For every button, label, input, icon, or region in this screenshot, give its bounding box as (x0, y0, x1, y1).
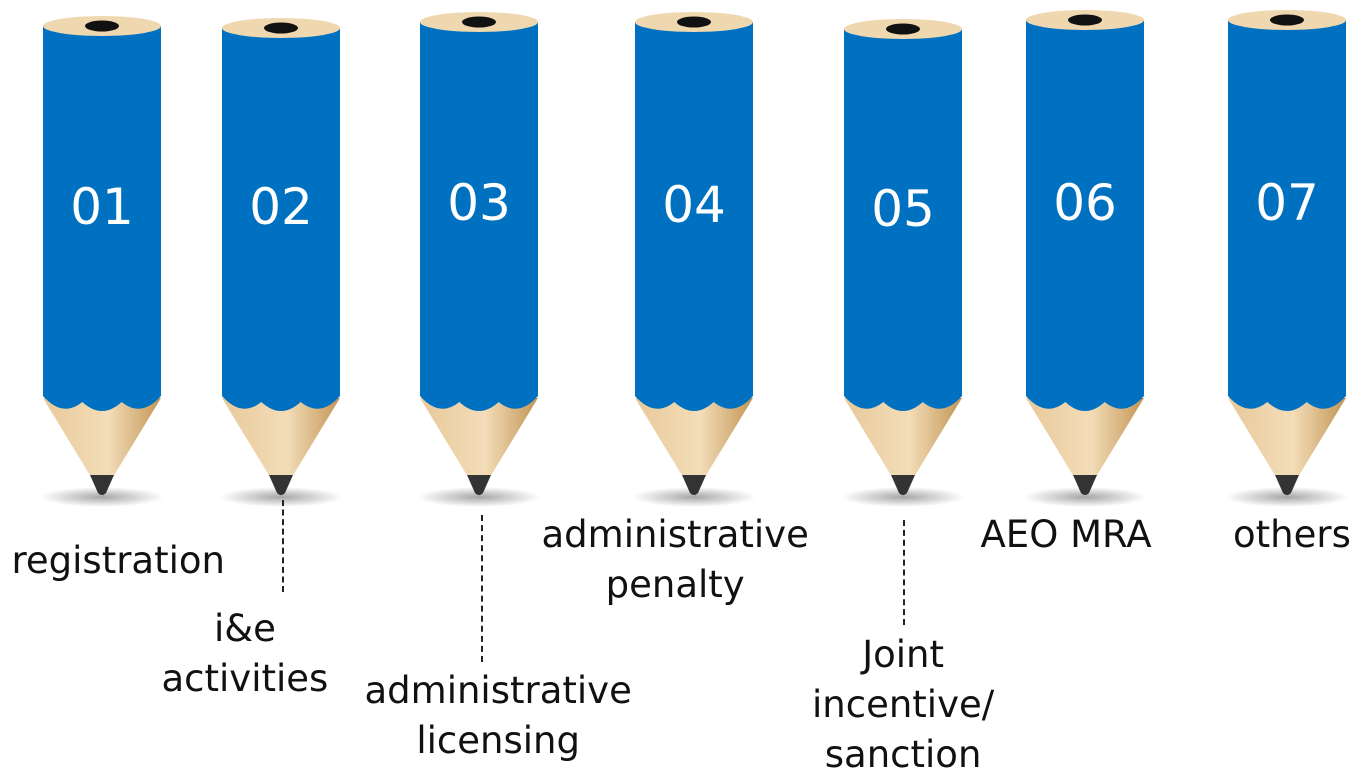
pencil-number: 06 (1053, 174, 1117, 232)
pencil-icon (219, 18, 343, 507)
pencil-number: 03 (447, 174, 511, 232)
label-line: penalty (605, 563, 745, 606)
connector-line (903, 520, 905, 625)
pencil-icon (1023, 10, 1147, 507)
label-line: licensing (416, 719, 580, 762)
pencil-06: 06 (1023, 0, 1147, 520)
label-line: i&e (213, 607, 276, 650)
pencil-number: 07 (1255, 174, 1319, 232)
pencil-icon (632, 12, 756, 507)
pencil-icon (1225, 10, 1349, 507)
pencil-label: administrative penalty (542, 510, 809, 610)
pencil-05: 05 (841, 0, 965, 520)
connector-line (282, 500, 284, 592)
label-line: sanction (824, 733, 982, 776)
pencil-label: others (1233, 510, 1351, 560)
connector-line (481, 515, 483, 662)
label-line: registration (11, 539, 225, 582)
pencil-label: AEO MRA (981, 510, 1152, 560)
pencil-icon (417, 12, 541, 507)
pencil-label: i&e activities (162, 604, 329, 704)
pencil-label: Joint incentive/sanction (812, 630, 994, 780)
pencil-icon (40, 16, 164, 507)
pencil-icon (841, 19, 965, 507)
label-line: others (1233, 513, 1351, 556)
pencil-number: 02 (249, 178, 313, 236)
pencil-number: 05 (871, 180, 935, 238)
label-line: Joint (862, 633, 944, 676)
pencil-04: 04 (632, 0, 756, 520)
pencil-number: 04 (662, 176, 726, 234)
label-line: AEO MRA (980, 513, 1152, 556)
label-line: incentive/ (812, 683, 995, 726)
pencil-label: registration (12, 536, 225, 586)
pencil-02: 02 (219, 0, 343, 520)
pencil-number: 01 (70, 178, 134, 236)
pencil-03: 03 (417, 0, 541, 520)
label-line: administrative (364, 669, 632, 712)
label-line: administrative (541, 513, 809, 556)
label-line: activities (161, 657, 329, 700)
pencil-07: 07 (1225, 0, 1349, 520)
pencil-01: 01 (40, 0, 164, 520)
pencil-label: administrative licensing (365, 666, 632, 766)
